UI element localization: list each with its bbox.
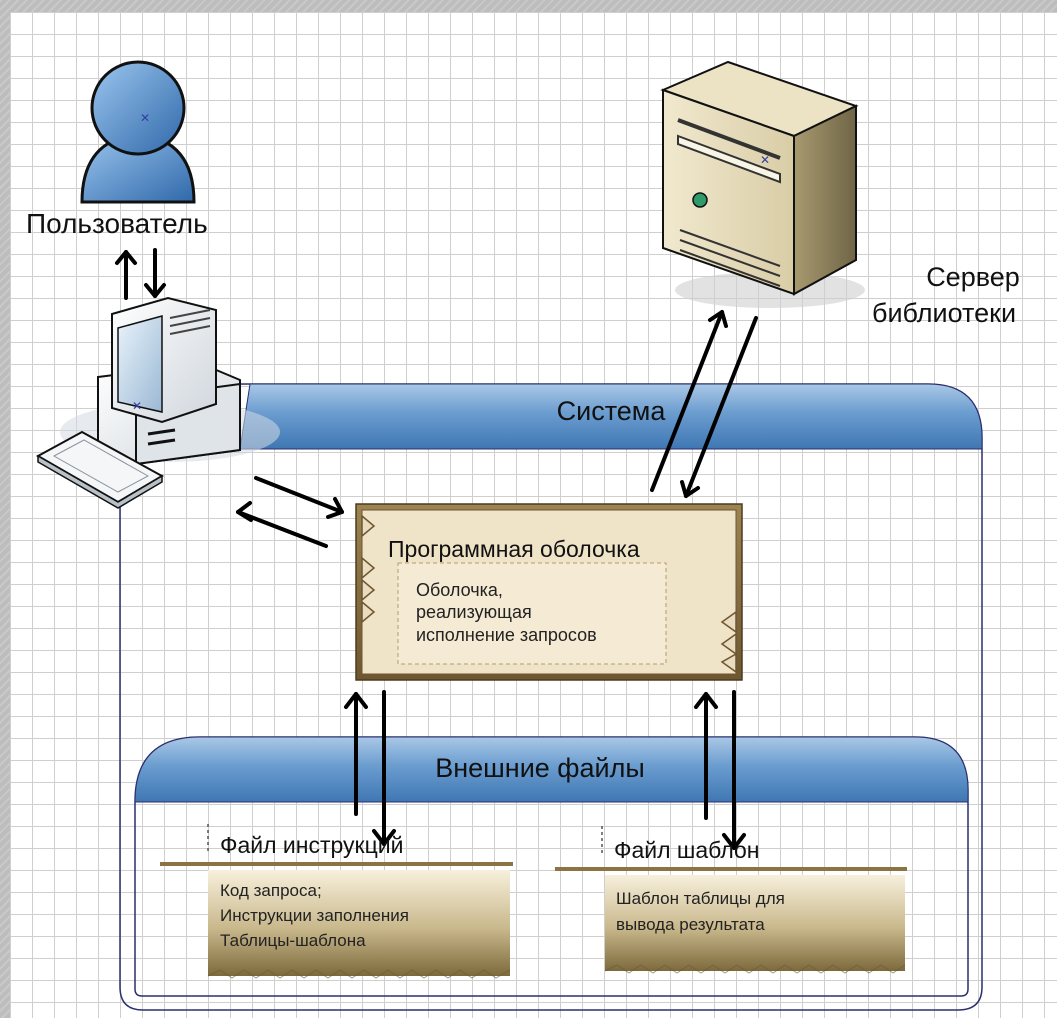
- server-label-line2: библиотеки: [872, 298, 1017, 328]
- shell-inner-line3: исполнение запросов: [416, 625, 597, 645]
- shell-template-arrows: [694, 690, 746, 850]
- shell-inner-line2: реализующая: [416, 602, 532, 622]
- external-files-title: Внешние файлы: [435, 753, 645, 783]
- template-file-line1: Шаблон таблицы для: [616, 889, 785, 908]
- svg-text:✕: ✕: [140, 111, 150, 125]
- svg-text:✕: ✕: [760, 153, 770, 167]
- shell-title: Программная оболочка: [388, 536, 640, 562]
- user-computer-arrows: [115, 248, 166, 300]
- arrows: [115, 248, 758, 850]
- shell-instructions-arrows: [344, 690, 396, 846]
- instructions-file-title: Файл инструкций: [220, 832, 404, 858]
- instructions-file-line3: Таблицы-шаблона: [220, 931, 366, 950]
- shell-inner-line1: Оболочка,: [416, 580, 503, 600]
- server-icon: ✕: [660, 60, 865, 308]
- template-file-line2: вывода результата: [616, 915, 765, 934]
- instructions-file-line1: Код запроса;: [220, 881, 322, 900]
- grid-sheet: ✕ ✕: [10, 12, 1057, 1018]
- template-file-title: Файл шаблон: [614, 837, 760, 863]
- shell-ports-left: [361, 514, 376, 624]
- template-file-box: [555, 826, 907, 974]
- computer-shell-arrows: [236, 476, 344, 548]
- system-title: Система: [556, 396, 666, 426]
- svg-text:✕: ✕: [132, 399, 142, 413]
- diagram-graphics: ✕ ✕: [35, 60, 983, 1011]
- computer-icon: ✕: [35, 296, 280, 509]
- shell-ports-right: [720, 610, 737, 674]
- user-label: Пользователь: [26, 208, 208, 239]
- server-label-line1: Сервер: [926, 262, 1020, 292]
- shell-server-arrows: [650, 310, 758, 498]
- external-files-container: [134, 736, 969, 997]
- instructions-file-box: [160, 824, 513, 979]
- instructions-file-line2: Инструкции заполнения: [220, 906, 409, 925]
- program-shell-box: [355, 503, 743, 681]
- user-icon: ✕: [80, 60, 196, 204]
